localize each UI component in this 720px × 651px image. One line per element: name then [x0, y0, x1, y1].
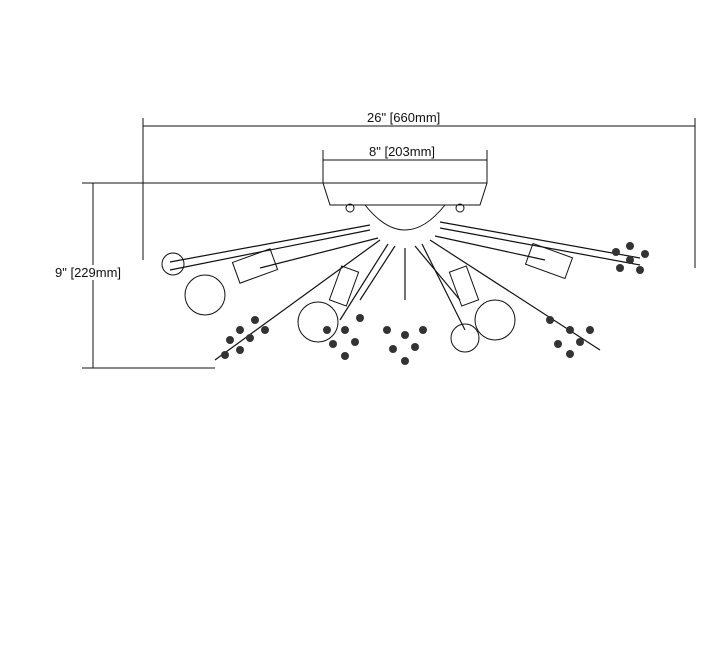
overall-width-dimension-line — [142, 118, 696, 268]
crystal-balls — [161, 252, 480, 353]
canopy-width-dimension-line — [322, 150, 488, 183]
bulbs — [184, 242, 574, 343]
canopy — [322, 182, 488, 231]
height-label: 9" [229mm] — [55, 265, 122, 280]
canopy-width-label: 8" [203mm] — [369, 144, 436, 159]
arms — [169, 221, 641, 361]
crystal-clusters — [221, 242, 649, 365]
overall-width-label: 26" [660mm] — [367, 110, 441, 125]
